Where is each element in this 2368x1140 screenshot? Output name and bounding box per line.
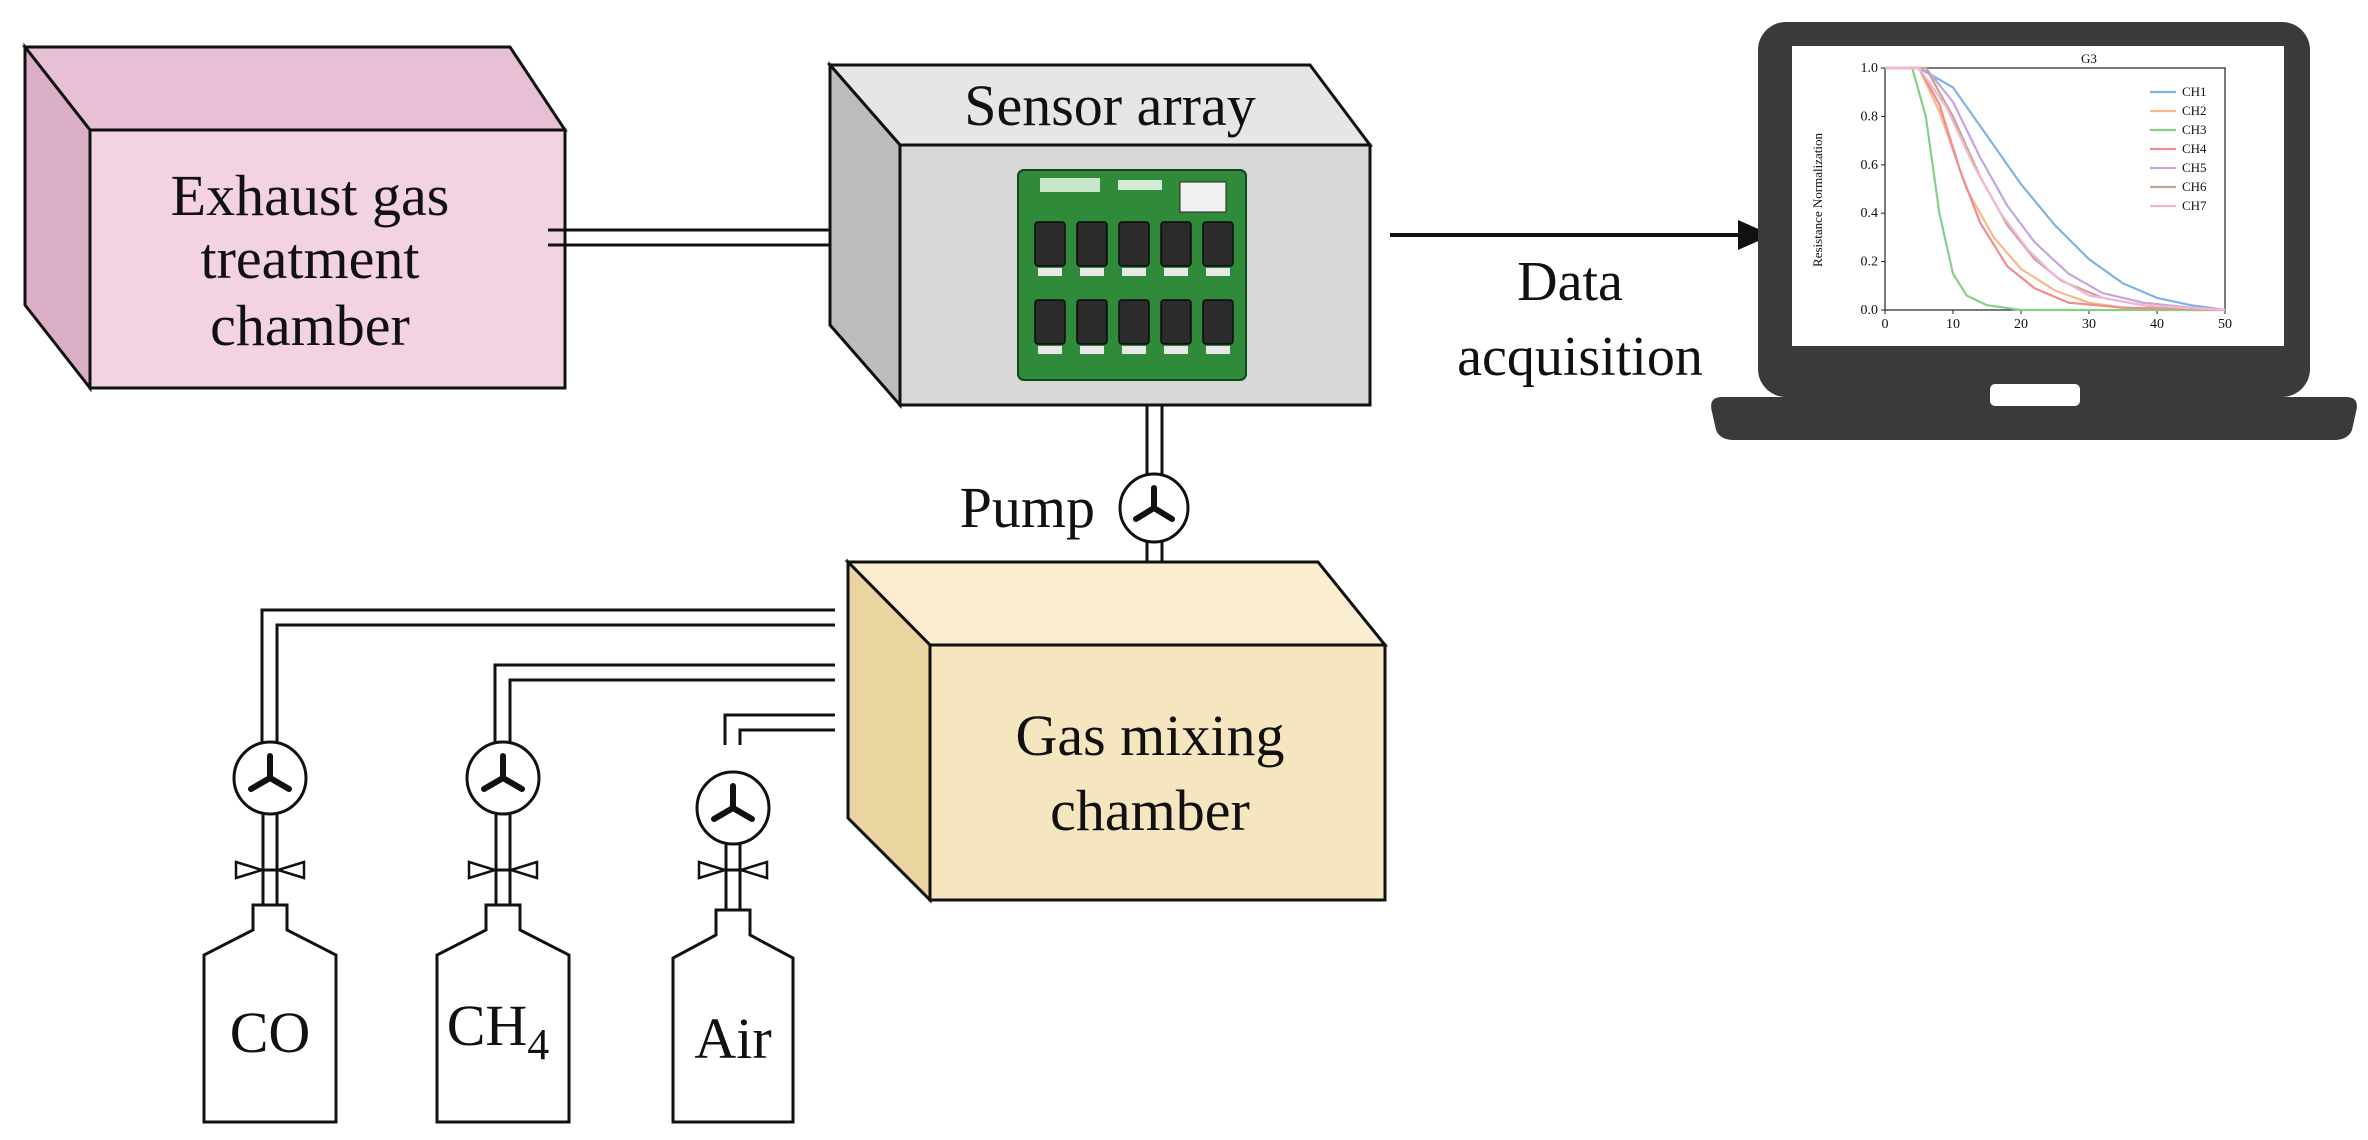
mixing-label-line-1: Gas mixing bbox=[1015, 703, 1284, 768]
laptop-touchpad bbox=[1990, 384, 2080, 406]
chart-y-tick-label: 0.4 bbox=[1861, 206, 1879, 221]
pump-label: Pump bbox=[960, 475, 1095, 540]
chart-series-line-ch7 bbox=[1885, 66, 2226, 312]
exhaust-label-line-3: chamber bbox=[210, 293, 410, 358]
co-bottle bbox=[202, 903, 338, 1124]
chart-title: G3 bbox=[2081, 51, 2097, 66]
sensor-pump-pipe bbox=[1145, 405, 1164, 475]
sensor-chip-pad bbox=[1206, 346, 1230, 354]
chart-y-ticks: 0.0 0.2 0.4 0.6 0.8 1.0 bbox=[1861, 61, 1885, 318]
sensor-chips bbox=[1034, 221, 1234, 354]
chart-y-tick-label: 1.0 bbox=[1861, 61, 1879, 76]
gas-mixing-chamber: Gas mixing chamber bbox=[844, 558, 1389, 904]
co-valve-icon bbox=[234, 860, 306, 880]
sensor-pcb bbox=[1017, 169, 1247, 381]
chart-y-tick-label: 0.2 bbox=[1861, 255, 1879, 270]
chart-series-line-ch5 bbox=[1885, 66, 2226, 312]
mixing-chamber-front bbox=[928, 643, 1387, 902]
sensor-chip-pad bbox=[1206, 268, 1230, 276]
chart-series-line-ch4 bbox=[1885, 66, 2226, 312]
sensor-chip bbox=[1160, 221, 1192, 267]
chart-legend-label: CH7 bbox=[2182, 198, 2207, 213]
chart-x-ticks: 0 10 20 30 40 50 bbox=[1882, 310, 2232, 332]
chart-y-tick-label: 0.0 bbox=[1861, 303, 1879, 318]
laptop-screen bbox=[1792, 46, 2284, 346]
ch4-valve-icon bbox=[467, 860, 539, 880]
air-label: Air bbox=[694, 1006, 771, 1071]
laptop: G3 Resistance Normalization 0.0 0.2 0.4 0.6… bbox=[1711, 22, 2357, 440]
sensor-chip bbox=[1034, 299, 1066, 345]
chart-legend-label: CH3 bbox=[2182, 122, 2207, 137]
chart-x-tick-label: 10 bbox=[1946, 317, 1960, 332]
air-pipe bbox=[723, 713, 835, 745]
chart-x-tick-label: 50 bbox=[2218, 317, 2232, 332]
ch4-cylinder: CH4 bbox=[435, 740, 571, 1124]
sensor-chip bbox=[1202, 299, 1234, 345]
sensor-chip bbox=[1118, 221, 1150, 267]
chart-legend-label: CH1 bbox=[2182, 84, 2207, 99]
air-bottle bbox=[671, 908, 795, 1124]
sensor-chip-pad bbox=[1080, 268, 1104, 276]
air-cylinder: Air bbox=[671, 770, 795, 1124]
exhaust-label-line-1: Exhaust gas bbox=[171, 163, 450, 228]
sensor-array-label: Sensor array bbox=[964, 73, 1256, 138]
co-label: CO bbox=[230, 1000, 311, 1065]
chart-legend-label: CH2 bbox=[2182, 103, 2207, 118]
sensor-array-box: Sensor array bbox=[826, 61, 1373, 409]
chart-y-label: Resistance Normalization bbox=[1810, 133, 1825, 267]
mixing-chamber-top bbox=[844, 560, 1389, 647]
sensor-chip bbox=[1118, 299, 1150, 345]
chart-x-tick-label: 20 bbox=[2014, 317, 2028, 332]
sensor-chip-pad bbox=[1122, 346, 1146, 354]
response-chart: G3 Resistance Normalization 0.0 0.2 0.4 0.6… bbox=[1810, 51, 2232, 332]
ch4-label: CH4 bbox=[447, 993, 550, 1069]
sensor-chip-pad bbox=[1164, 268, 1188, 276]
sensor-chip-pad bbox=[1038, 346, 1062, 354]
sensor-chip-pad bbox=[1164, 346, 1188, 354]
chart-y-tick-label: 0.8 bbox=[1861, 109, 1879, 124]
chart-x-tick-label: 30 bbox=[2082, 317, 2096, 332]
chart-x-tick-label: 0 bbox=[1882, 317, 1889, 332]
chart-x-tick-label: 40 bbox=[2150, 317, 2164, 332]
data-label-line-2: acquisition bbox=[1457, 326, 1703, 388]
main-pump-icon bbox=[1118, 472, 1190, 544]
chart-series-lines bbox=[1885, 66, 2226, 312]
chart-legend-label: CH4 bbox=[2182, 141, 2207, 156]
chart-series-line-ch1 bbox=[1885, 66, 2226, 312]
sensor-chip-pad bbox=[1080, 346, 1104, 354]
ch4-bottle bbox=[435, 903, 571, 1124]
data-acquisition-arrow bbox=[1390, 220, 1772, 250]
mixing-label-line-2: chamber bbox=[1050, 778, 1250, 843]
exhaust-chamber-front bbox=[88, 128, 567, 390]
co-cylinder: CO bbox=[202, 740, 338, 1124]
exhaust-chamber: Exhaust gas treatment chamber bbox=[21, 42, 568, 393]
chart-series-line-ch3 bbox=[1885, 66, 2225, 312]
gas-supply-pipes bbox=[260, 608, 835, 745]
sensor-chip bbox=[1034, 221, 1066, 267]
chart-legend-label: CH6 bbox=[2182, 179, 2207, 194]
sensor-chip bbox=[1076, 299, 1108, 345]
sensor-chip-pad bbox=[1038, 268, 1062, 276]
chart-y-tick-label: 0.6 bbox=[1861, 158, 1879, 173]
sensor-chip bbox=[1076, 221, 1108, 267]
air-valve-icon bbox=[697, 860, 769, 880]
sensor-chip bbox=[1202, 221, 1234, 267]
laptop-base bbox=[1711, 397, 2357, 440]
chart-legend-label: CH5 bbox=[2182, 160, 2207, 175]
ch4-pipe bbox=[493, 663, 835, 745]
exhaust-label-line-2: treatment bbox=[200, 226, 419, 291]
sensor-chip-pad bbox=[1122, 268, 1146, 276]
data-label-line-1: Data bbox=[1517, 251, 1623, 313]
co-pipe bbox=[260, 608, 835, 745]
sensor-chip bbox=[1160, 299, 1192, 345]
exhaust-chamber-top bbox=[21, 45, 568, 132]
exhaust-sensor-pipe bbox=[548, 228, 848, 247]
